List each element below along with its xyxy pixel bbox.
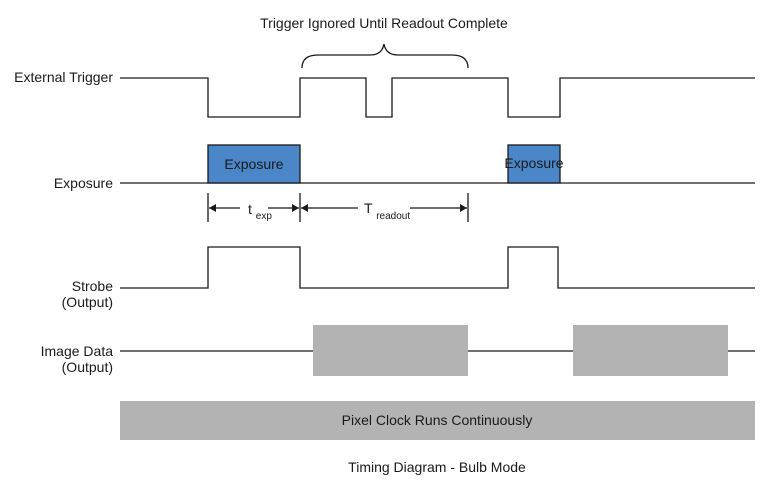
t-readout-subscript: readout: [376, 211, 410, 222]
t-exp-label: t exp: [248, 201, 272, 222]
exposure-box-2-label: Exposure: [504, 155, 563, 171]
exposure-box-1-label: Exposure: [224, 156, 283, 172]
strobe-label: Strobe: [72, 278, 113, 294]
trigger-ignored-annotation: Trigger Ignored Until Readout Complete: [260, 15, 508, 31]
t-exp-subscript: exp: [256, 211, 273, 222]
exposure-label: Exposure: [54, 175, 113, 191]
image-data-output-label: (Output): [62, 359, 113, 375]
t-exp-arrowhead-right: [292, 204, 299, 212]
external-trigger-waveform: [120, 77, 755, 118]
strobe-output-label: (Output): [62, 294, 113, 310]
t-readout-main: T: [364, 200, 373, 216]
image-data-block-2: [573, 325, 728, 376]
exposure-box-2: [507, 144, 561, 184]
diagram-caption: Timing Diagram - Bulb Mode: [348, 459, 526, 475]
t-readout-arrowhead-left: [301, 204, 308, 212]
strobe-waveform: [120, 246, 755, 289]
pixel-clock-bar: [120, 401, 755, 440]
image-data-block-1: [313, 325, 468, 376]
t-readout-label: T readout: [364, 200, 410, 222]
external-trigger-label: External Trigger: [14, 69, 113, 85]
ignore-brace: [301, 43, 469, 69]
t-readout-arrowhead-right: [460, 204, 467, 212]
t-exp-arrowhead-left: [209, 204, 216, 212]
image-data-label: Image Data: [41, 343, 114, 359]
exposure-box-1: [207, 144, 301, 184]
t-exp-main: t: [248, 201, 252, 217]
pixel-clock-label: Pixel Clock Runs Continuously: [342, 412, 533, 428]
